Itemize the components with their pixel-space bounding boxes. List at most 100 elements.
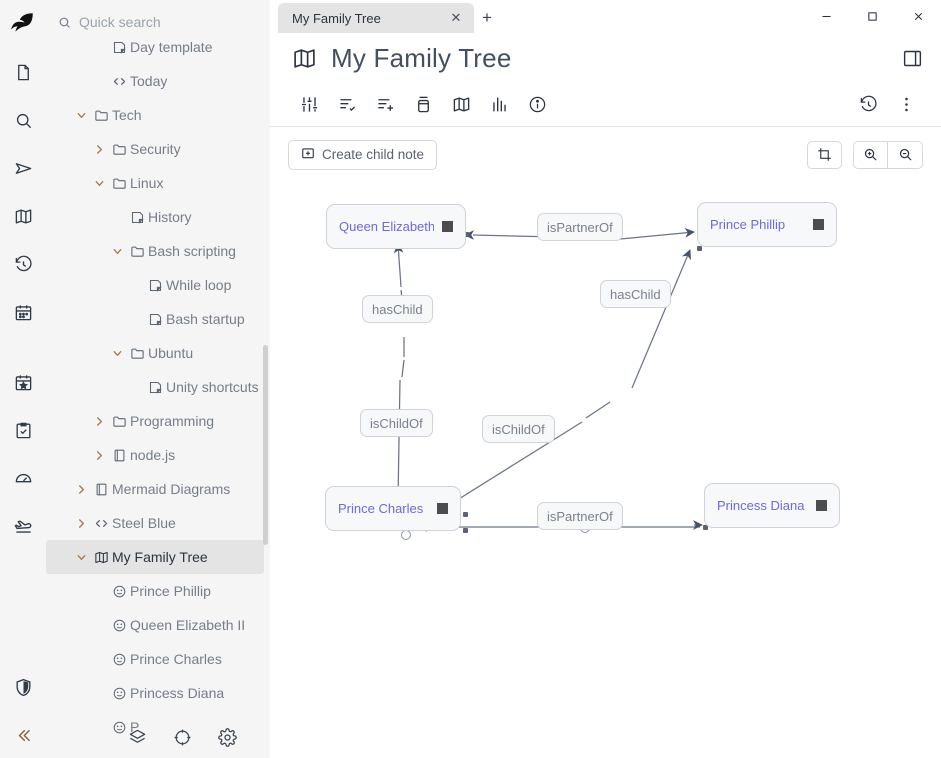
sidebar-item-history[interactable]: History [46,200,270,234]
folder-icon [126,244,148,259]
sidebar-item-today[interactable]: Today [46,64,270,98]
edge-label[interactable]: isPartnerOf [537,213,623,241]
jar-icon[interactable] [404,89,442,121]
sidebar-item-princess-diana[interactable]: Princess Diana [46,676,270,710]
close-button[interactable] [895,0,941,33]
graph-node-pc[interactable]: Prince Charles [325,486,461,531]
sidebar-item-bash-startup[interactable]: Bash startup [46,302,270,336]
settings-sliders-icon[interactable] [290,89,328,121]
sidebar-item-tech[interactable]: Tech [46,98,270,132]
clipboard-check-icon[interactable] [6,413,40,447]
chevron-right-icon[interactable] [90,416,108,427]
sidebar-item-queen-elizabeth-ii[interactable]: Queen Elizabeth II [46,608,270,642]
sidebar-scrollbar[interactable] [263,345,268,545]
sidebar-item-day-template[interactable]: Day template [46,30,270,64]
note-icon [144,380,166,395]
more-vertical-icon[interactable] [887,89,925,121]
add-box-icon [301,146,315,163]
maximize-button[interactable] [849,0,895,33]
chevron-right-icon[interactable] [90,144,108,155]
chevron-down-icon[interactable] [72,110,90,121]
sidebar-item-p[interactable]: P [46,710,270,744]
sidebar-item-label: Mermaid Diagrams [112,481,231,497]
sidebar-item-linux[interactable]: Linux [46,166,270,200]
book-icon [90,482,112,497]
edge-handle[interactable] [401,530,411,540]
gear-icon[interactable] [218,728,237,750]
quick-search[interactable]: Quick search [46,0,270,44]
chevron-right-icon[interactable] [90,450,108,461]
tab-my-family-tree[interactable]: My Family Tree ✕ [278,3,474,33]
chevron-down-icon[interactable] [108,246,126,257]
graph-node-pd[interactable]: Princess Diana [704,483,840,528]
sidebar-item-my-family-tree[interactable]: My Family Tree [46,540,264,574]
list-check-icon[interactable] [328,89,366,121]
sidebar-item-prince-charles[interactable]: Prince Charles [46,642,270,676]
node-menu-icon[interactable] [442,221,453,232]
map-icon[interactable] [442,89,480,121]
node-menu-icon[interactable] [813,219,824,230]
bar-chart-icon[interactable] [480,89,518,121]
sidebar-item-security[interactable]: Security [46,132,270,166]
relation-icon [108,618,130,633]
edge-label[interactable]: hasChild [362,295,433,323]
code-icon [90,516,112,531]
node-menu-icon[interactable] [437,503,448,514]
calendar-star-icon[interactable] [6,365,40,399]
close-icon[interactable]: ✕ [450,10,462,25]
send-icon[interactable] [6,151,40,185]
create-child-note-button[interactable]: Create child note [288,139,438,170]
shield-icon[interactable] [6,670,40,704]
edge-label[interactable]: isChildOf [360,409,433,437]
fit-to-screen-button[interactable] [807,140,842,169]
sidebar-item-programming[interactable]: Programming [46,404,270,438]
sidebar-item-label: Unity shortcuts [166,379,259,395]
right-panel-icon[interactable] [902,48,923,69]
chevron-right-icon[interactable] [72,484,90,495]
chevron-right-icon[interactable] [72,518,90,529]
info-icon[interactable] [518,89,556,121]
collapse-icon[interactable] [6,718,40,752]
list-add-icon[interactable] [366,89,404,121]
history-icon[interactable] [849,89,887,121]
node-menu-icon[interactable] [816,500,827,511]
sidebar-item-node-js[interactable]: node.js [46,438,270,472]
sidebar-bottom-icons [128,728,237,750]
sidebar-item-label: Day template [130,39,213,55]
sidebar-item-steel-blue[interactable]: Steel Blue [46,506,270,540]
new-tab-button[interactable]: + [482,8,492,27]
page-title[interactable]: My Family Tree [331,42,512,73]
chevron-down-icon[interactable] [90,178,108,189]
sidebar-item-prince-phillip[interactable]: Prince Phillip [46,574,270,608]
target-icon[interactable] [173,728,192,750]
map-icon[interactable] [6,199,40,233]
layers-icon[interactable] [128,728,147,750]
search-icon[interactable] [6,103,40,137]
history-icon[interactable] [6,247,40,281]
sidebar-item-unity-shortcuts[interactable]: Unity shortcuts [46,370,270,404]
edge-label[interactable]: isChildOf [482,415,555,443]
graph-node-qe[interactable]: Queen Elizabeth II [326,204,466,249]
search-input-placeholder[interactable]: Quick search [79,14,161,30]
sidebar-item-mermaid-diagrams[interactable]: Mermaid Diagrams [46,472,270,506]
tab-label: My Family Tree [292,10,381,26]
zoom-in-button[interactable] [853,140,888,169]
note-icon[interactable] [6,55,40,89]
chevron-down-icon[interactable] [108,348,126,359]
graph-node-label: Queen Elizabeth II [339,219,434,234]
minimize-button[interactable] [803,0,849,33]
note-icon [126,210,148,225]
calendar-icon[interactable] [6,295,40,329]
gauge-icon[interactable] [6,461,40,495]
sidebar-item-while-loop[interactable]: While loop [46,268,270,302]
plane-icon[interactable] [6,509,40,543]
edge-label[interactable]: hasChild [600,280,671,308]
sidebar-item-bash-scripting[interactable]: Bash scripting [46,234,270,268]
sidebar-item-ubuntu[interactable]: Ubuntu [46,336,270,370]
chevron-down-icon[interactable] [72,552,90,563]
graph-node-label: Prince Phillip [710,217,786,232]
graph-node-pp[interactable]: Prince Phillip [697,202,837,247]
zoom-out-button[interactable] [888,140,923,169]
edge-label[interactable]: isPartnerOf [537,502,623,530]
